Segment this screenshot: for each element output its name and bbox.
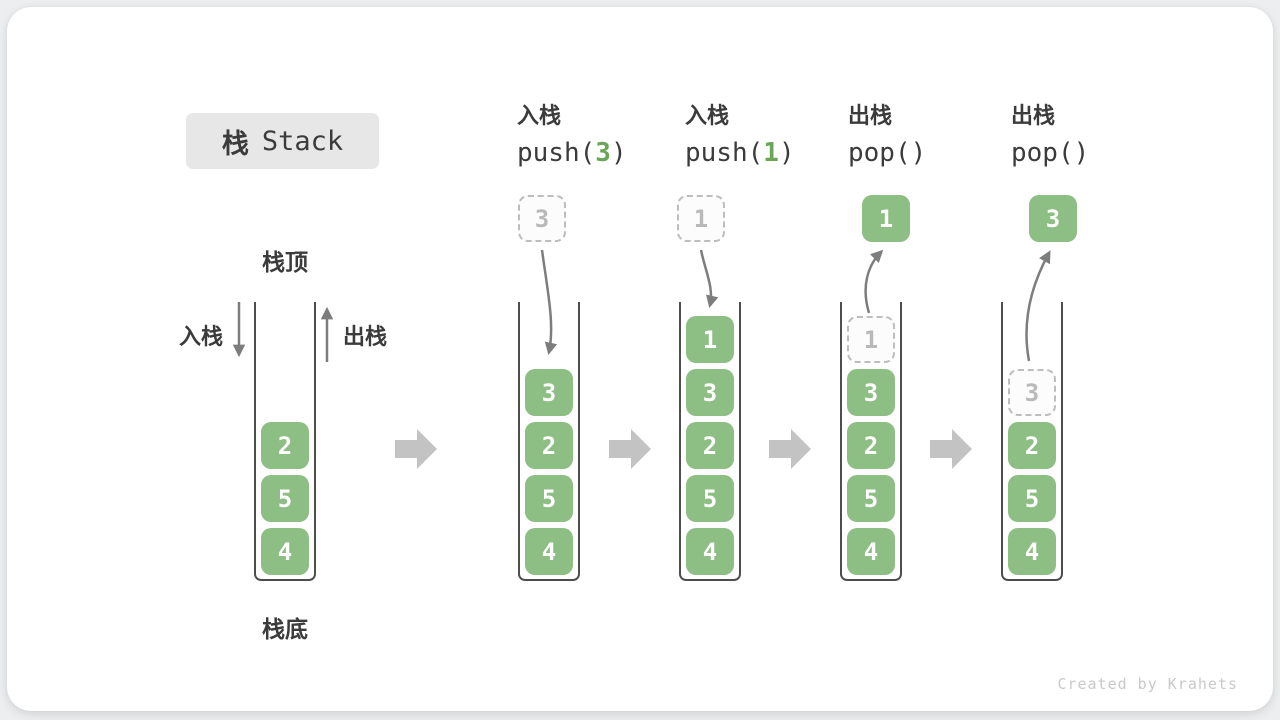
stack-item: 2 — [525, 422, 573, 469]
stack-item: 3 — [847, 369, 895, 416]
push-arrow — [699, 249, 719, 309]
stack-item: 2 — [847, 422, 895, 469]
pushing-item-box: 3 — [518, 195, 566, 242]
stack-container — [254, 302, 316, 581]
stack-item: 4 — [1008, 528, 1056, 575]
stack-container — [518, 302, 580, 581]
stack-item-ghost: 3 — [1008, 369, 1056, 416]
stack-item: 2 — [261, 422, 309, 469]
stack-item: 3 — [686, 369, 734, 416]
stack-item: 2 — [1008, 422, 1056, 469]
operation-name: 出栈 — [848, 104, 893, 129]
stack-item-ghost: 1 — [847, 316, 895, 363]
operation-label-push-1: 入栈 push(1) — [685, 104, 795, 167]
operation-label-pop-3: 出栈 pop() — [1011, 104, 1089, 167]
stack-item: 4 — [525, 528, 573, 575]
stack-top-label: 栈顶 — [262, 250, 308, 276]
title-en: Stack — [261, 125, 344, 157]
operation-code: pop() — [848, 140, 926, 166]
step-arrow-icon — [930, 429, 972, 469]
code-text: ) — [778, 138, 795, 168]
step-arrow-icon — [609, 429, 651, 469]
stack-container — [1001, 302, 1063, 581]
stack-item: 3 — [525, 369, 573, 416]
code-text: pop() — [1011, 138, 1090, 168]
operation-code: push(1) — [685, 140, 795, 166]
operation-name: 出栈 — [1011, 104, 1056, 129]
stack-item: 4 — [686, 528, 734, 575]
stack-item: 4 — [261, 528, 309, 575]
title-box: 栈 Stack — [186, 113, 379, 169]
watermark: Created by Krahets — [1057, 675, 1238, 693]
step-arrow-icon — [769, 429, 811, 469]
operation-code: pop() — [1011, 140, 1089, 166]
step-arrow-icon — [395, 429, 437, 469]
stack-container — [679, 302, 741, 581]
push-side-label: 入栈 — [178, 325, 223, 350]
stack-item: 5 — [1008, 475, 1056, 522]
code-arg: 3 — [595, 138, 611, 168]
popped-item-box: 1 — [862, 195, 910, 242]
code-text: push( — [517, 138, 596, 168]
operation-name: 入栈 — [517, 104, 562, 129]
title-cn: 栈 — [221, 128, 249, 160]
operation-label-pop-1: 出栈 pop() — [848, 104, 926, 167]
stack-bottom-label: 栈底 — [262, 617, 308, 643]
code-text: ) — [610, 138, 627, 168]
stack-item: 2 — [686, 422, 734, 469]
stack-item: 5 — [686, 475, 734, 522]
stack-item: 1 — [686, 316, 734, 363]
stack-item: 5 — [261, 475, 309, 522]
stack-item: 5 — [525, 475, 573, 522]
operation-code: push(3) — [517, 140, 627, 166]
pop-side-label: 出栈 — [343, 325, 388, 350]
code-arg: 1 — [763, 138, 779, 168]
stack-container — [840, 302, 902, 581]
pushing-item-box: 1 — [677, 195, 725, 242]
popped-item-box: 3 — [1029, 195, 1077, 242]
operation-label-push-3: 入栈 push(3) — [517, 104, 627, 167]
code-text: pop() — [848, 138, 927, 168]
operation-name: 入栈 — [685, 104, 730, 129]
stack-item: 4 — [847, 528, 895, 575]
stack-item: 5 — [847, 475, 895, 522]
code-text: push( — [685, 138, 764, 168]
